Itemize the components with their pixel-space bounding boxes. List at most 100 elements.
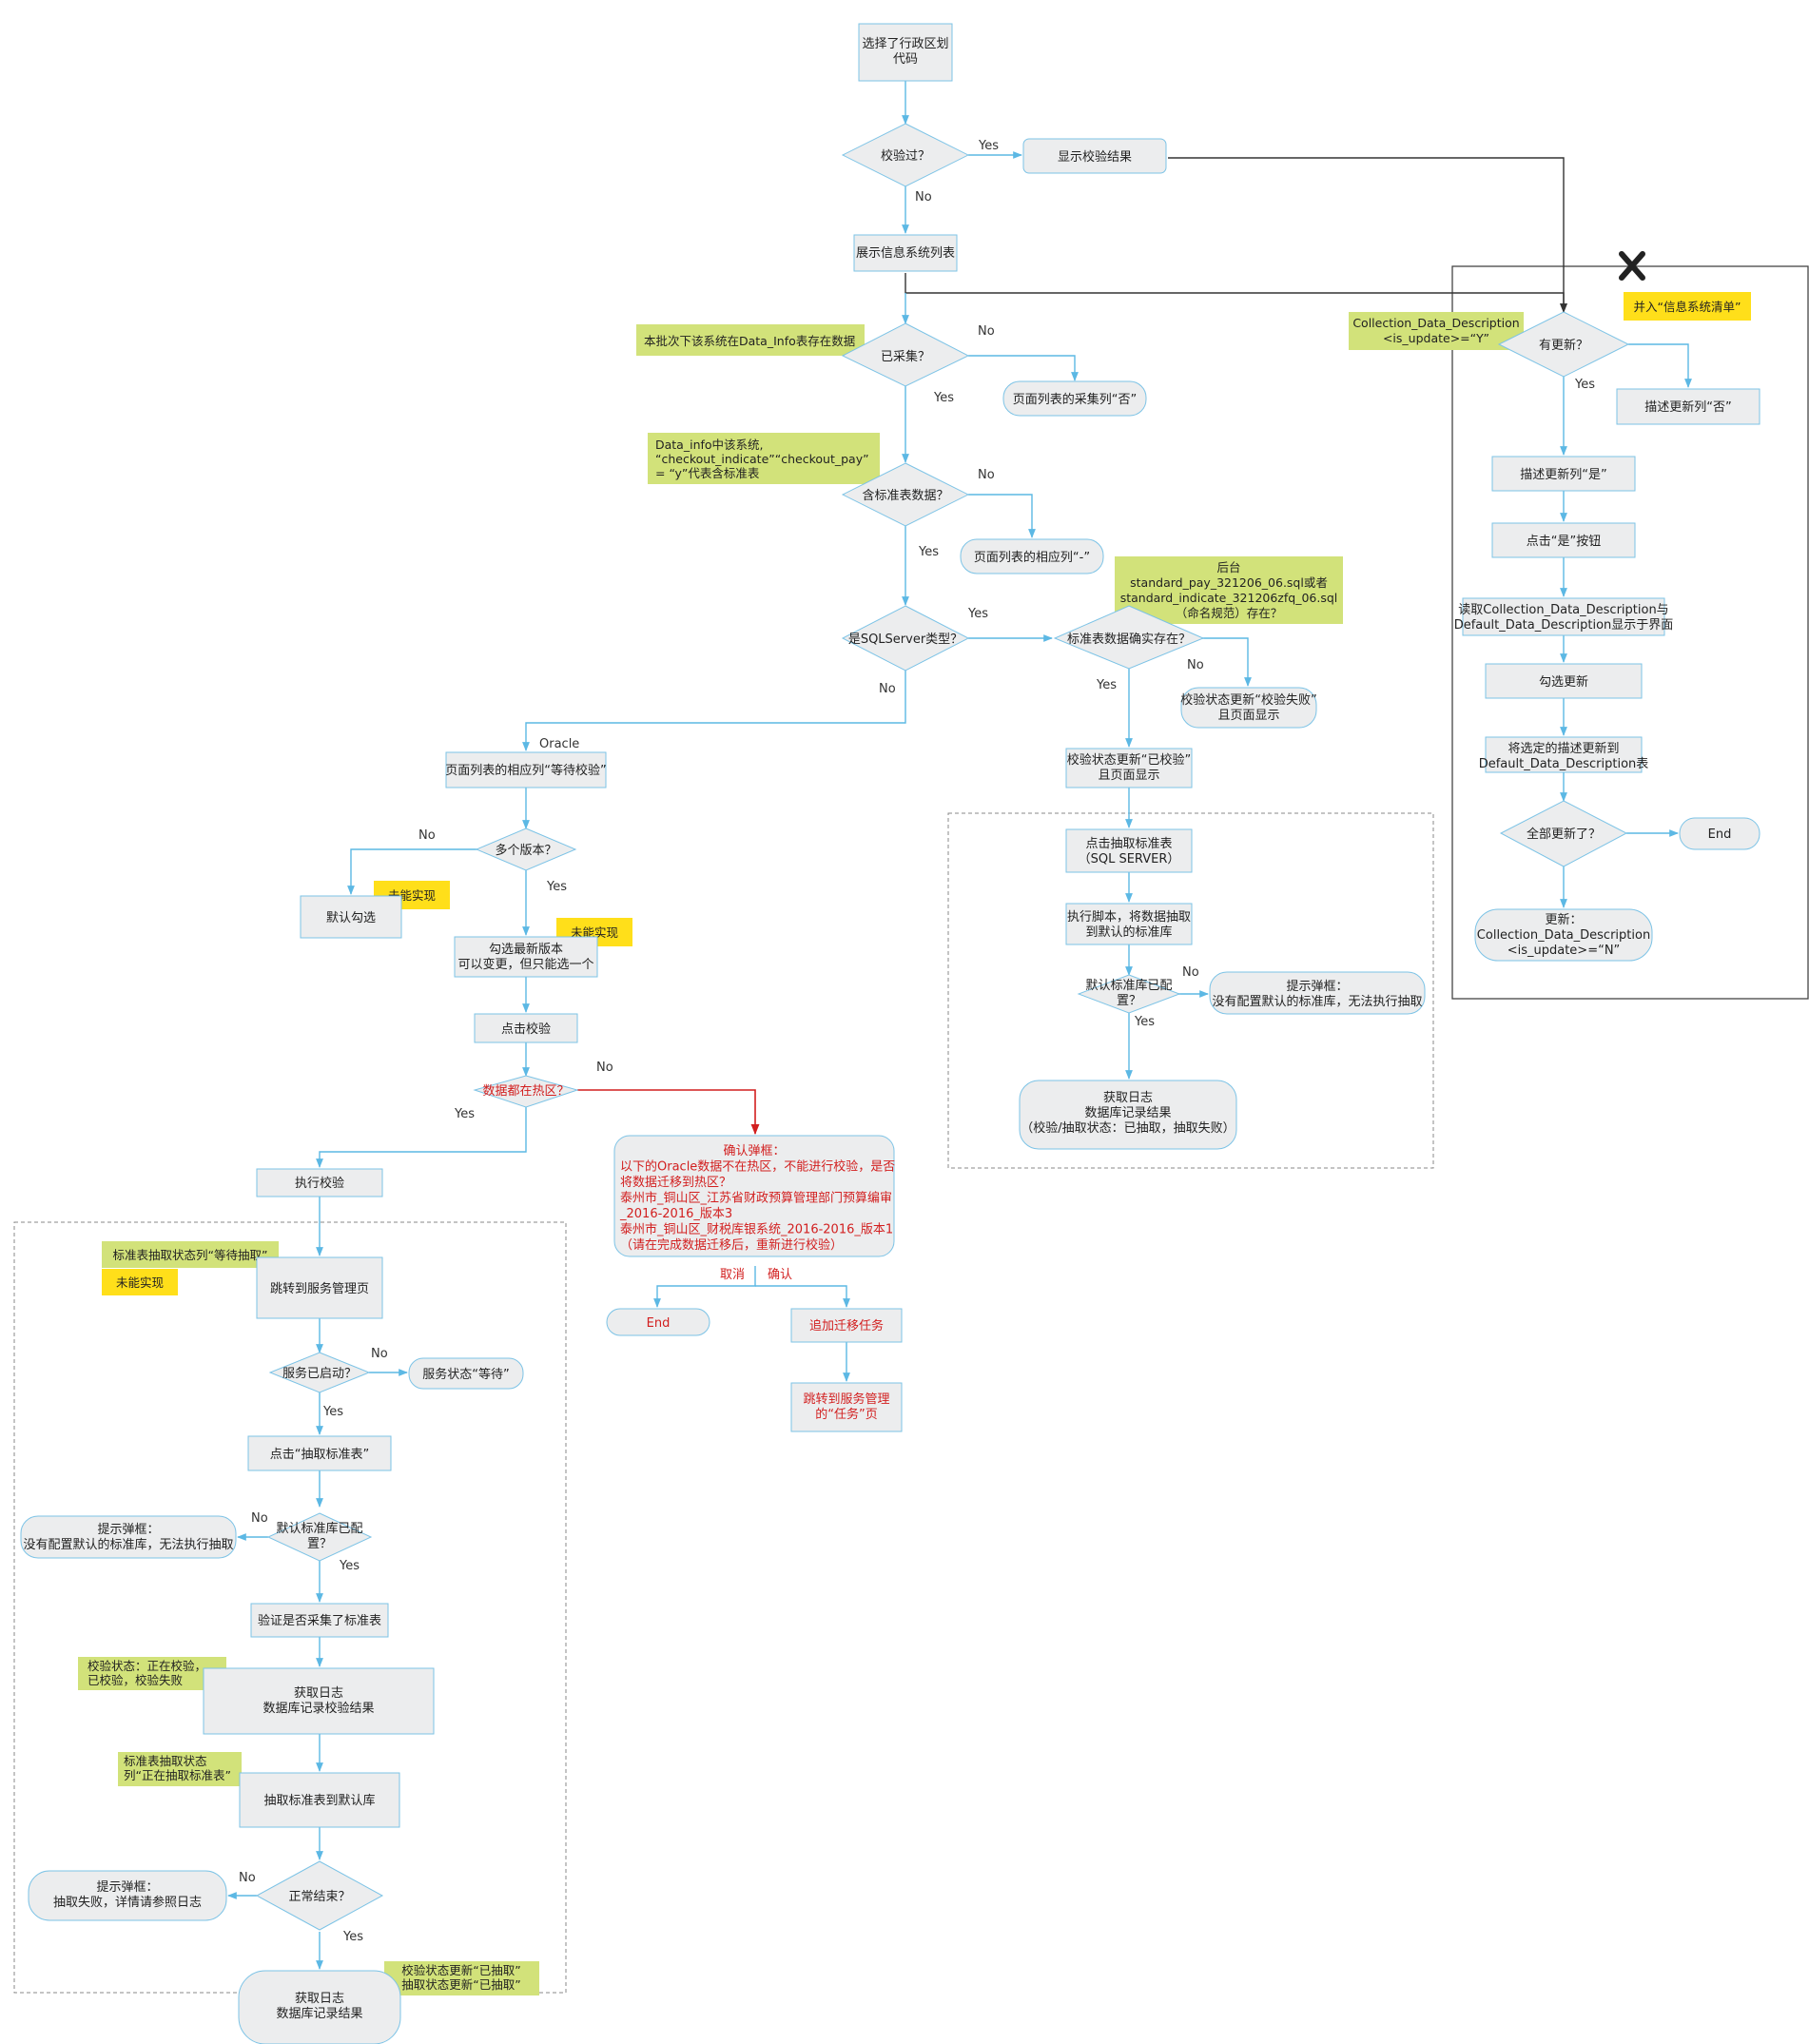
node-get-log-check[interactable]: 获取日志数据库记录校验结果 [203,1667,435,1735]
label-no-multi-version: No [418,828,436,843]
decision-collected[interactable]: 已采集？ [841,322,970,387]
text-line: 列“正在抽取标准表” [124,1768,231,1782]
node-get-log-right[interactable]: 获取日志数据库记录结果（校验/抽取状态：已抽取，抽取失败） [1019,1080,1237,1150]
node-default-check[interactable]: 默认勾选 [300,895,402,939]
node-collect-col-no[interactable]: 页面列表的采集列“否” [1002,380,1147,417]
decision-all-updated[interactable]: 全部更新了？ [1499,800,1628,867]
node-jump-service[interactable]: 跳转到服务管理页 [256,1256,383,1319]
node-popup-extract-fail[interactable]: 提示弹框：抽取失败，详情请参照日志 [28,1870,227,1921]
text-line: 跳转到服务管理页 [270,1281,369,1296]
node-check-update[interactable]: 勾选更新 [1485,663,1643,699]
text-line: 获取日志 [1103,1091,1153,1105]
text-line: 校验状态更新“已校验” [1067,752,1191,768]
text-line: 将选定的描述更新到 [1508,741,1619,756]
text-line: <is_update>=“Y” [1383,331,1489,345]
node-pick-latest[interactable]: 勾选最新版本可以变更，但只能选一个 [454,936,598,978]
svg-text:End: End [1708,827,1732,842]
svg-text:勾选最新版本可以变更，但只能选一个: 勾选最新版本可以变更，但只能选一个 [457,942,593,972]
label-confirm: 确认 [768,1268,792,1282]
node-status-fail[interactable]: 校验状态更新“校验失败”且页面显示 [1180,687,1317,729]
node-click-extract[interactable]: 点击“抽取标准表” [247,1435,392,1471]
svg-text:显示校验结果: 显示校验结果 [1058,149,1132,165]
text-line: 勾选最新版本 [489,942,563,957]
label-yes-service-started: Yes [322,1405,343,1419]
decision-default-lib-left[interactable]: 默认标准库已配置？ [266,1512,373,1562]
text-line: （校验/抽取状态：已抽取，抽取失败） [1021,1120,1235,1136]
svg-text:正常结束？: 正常结束？ [288,1890,350,1904]
text-line: _2016-2016_版本3 [619,1207,732,1221]
text-line: 置？ [1117,994,1141,1008]
text-line: Collection_Data_Description [1477,928,1650,943]
note-not-implemented-1: 未能实现 [374,881,450,909]
svg-text:标准表抽取状态列“等待抽取”: 标准表抽取状态列“等待抽取” [113,1248,268,1262]
svg-text:并入“信息系统清单”: 并入“信息系统清单” [1634,300,1741,314]
node-show-result[interactable]: 显示校验结果 [1022,138,1167,174]
node-verify-collected[interactable]: 验证是否采集了标准表 [250,1603,389,1638]
node-get-log-final[interactable]: 获取日志数据库记录结果 [238,1970,401,2044]
svg-text:校验状态更新“校验失败”且页面显示: 校验状态更新“校验失败”且页面显示 [1180,692,1316,723]
node-extract-to-default[interactable]: 抽取标准表到默认库 [239,1772,400,1828]
note-std-extracting: 标准表抽取状态列“正在抽取标准表” [118,1752,242,1786]
sqlserver-dashed-frame [947,812,1434,1169]
text-line: 提示弹框： [1286,979,1348,994]
close-x-icon[interactable] [1619,251,1645,281]
decision-service-started[interactable]: 服务已启动？ [268,1352,371,1393]
svg-text:读取Collection_Data_Description与: 读取Collection_Data_Description与Default_Da… [1454,603,1674,633]
text-line: = “y”代表含标准表 [655,466,760,480]
node-select-region[interactable]: 选择了行政区划代码 [858,23,953,82]
decision-hot-zone[interactable]: 数据都在热区？ [473,1075,579,1108]
text-line: 校验状态：正在校验， [88,1659,206,1673]
svg-text:获取日志数据库记录结果: 获取日志数据库记录结果 [276,1992,362,2021]
note-final-status: 校验状态更新“已抽取”抽取状态更新“已抽取” [384,1961,539,1995]
node-popup-no-lib-left[interactable]: 提示弹框：没有配置默认的标准库，无法执行抽取 [20,1515,237,1559]
node-update-collection[interactable]: 更新：Collection_Data_Description<is_update… [1474,908,1653,962]
text-line: 数据库记录结果 [1084,1105,1171,1120]
note-merge-list: 并入“信息系统清单” [1624,292,1751,321]
decision-has-standard[interactable]: 含标准表数据？ [841,462,970,527]
node-jump-task-page[interactable]: 跳转到服务管理的“任务”页 [790,1382,903,1432]
label-no-sqlserver: No [879,682,896,696]
node-click-yes-btn[interactable]: 点击“是”按钮 [1491,522,1636,558]
svg-text:含标准表数据？: 含标准表数据？ [862,488,948,503]
svg-text:多个版本？: 多个版本？ [495,843,556,858]
decision-checked[interactable]: 校验过？ [841,123,970,187]
node-end-left[interactable]: End [606,1308,710,1336]
node-click-extract-sqlserver[interactable]: 点击抽取标准表（SQL SERVER） [1065,828,1193,873]
label-yes-sqlserver: Yes [967,607,988,621]
node-desc-col-yes[interactable]: 描述更新列“是” [1491,456,1636,492]
node-col-dash[interactable]: 页面列表的相应列“-” [960,538,1104,574]
decision-normal-end[interactable]: 正常结束？ [255,1860,384,1931]
node-oracle-wait[interactable]: 页面列表的相应列“等待校验” [445,751,607,788]
node-status-checked[interactable]: 校验状态更新“已校验”且页面显示 [1065,748,1193,788]
node-click-check[interactable]: 点击校验 [474,1013,578,1043]
text-line: 获取日志 [294,1686,343,1701]
node-add-migration[interactable]: 追加迁移任务 [790,1308,903,1343]
node-confirm-popup[interactable]: 确认弹框：以下的Oracle数据不在热区，不能进行校验，是否将数据迁移到热区？泰… [613,1135,895,1257]
node-execute-check[interactable]: 执行校验 [256,1168,383,1197]
text-line: 标准表数据确实存在？ [1067,633,1191,647]
decision-default-lib-right[interactable]: 默认标准库已配置？ [1077,974,1181,1014]
decision-has-update[interactable]: 有更新？ [1497,311,1630,378]
node-exec-script[interactable]: 执行脚本，将数据抽取到默认的标准库 [1065,903,1193,945]
label-yes-has-update: Yes [1574,378,1595,392]
text-line: （SQL SERVER） [1079,852,1180,866]
text-line: 是SQLServer类型？ [848,633,963,647]
text-line: 展示信息系统列表 [856,245,955,261]
decision-std-table-exists[interactable]: 标准表数据确实存在？ [1053,605,1205,670]
node-service-wait[interactable]: 服务状态“等待” [408,1357,524,1390]
text-line: 验证是否采集了标准表 [258,1613,381,1628]
svg-text:服务已启动？: 服务已启动？ [282,1366,357,1381]
svg-text:End: End [647,1316,671,1331]
svg-text:全部更新了？: 全部更新了？ [1527,827,1601,842]
text-line: 标准表抽取状态列“等待抽取” [113,1248,268,1262]
decision-is-sqlserver[interactable]: 是SQLServer类型？ [841,605,970,672]
node-desc-col-no[interactable]: 描述更新列“否” [1616,388,1760,425]
node-show-system-list[interactable]: 展示信息系统列表 [853,234,958,272]
node-end-right[interactable]: End [1679,817,1760,850]
decision-multi-version[interactable]: 多个版本？ [475,827,577,871]
node-popup-no-lib-right[interactable]: 提示弹框：没有配置默认的标准库，无法执行抽取 [1209,971,1426,1015]
svg-text:页面列表的相应列“等待校验”: 页面列表的相应列“等待校验” [445,763,606,778]
